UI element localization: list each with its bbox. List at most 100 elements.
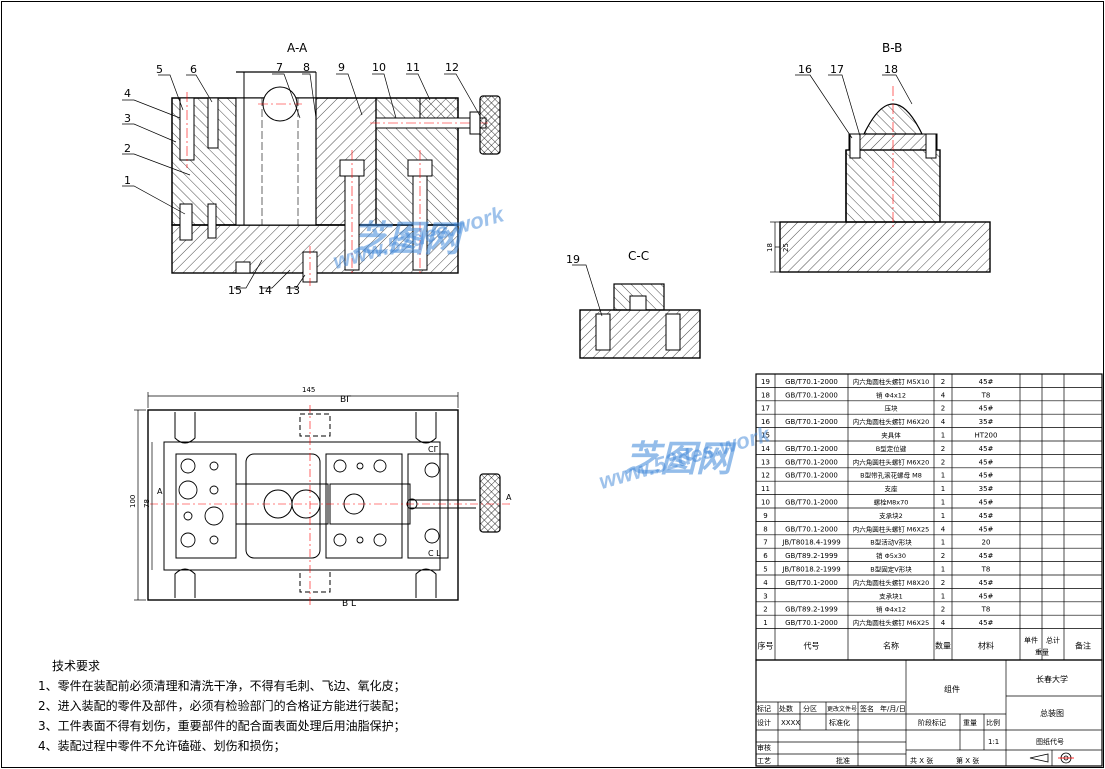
table-cell-material: T8	[981, 566, 991, 574]
table-cell-name: B型活动V形块	[870, 538, 912, 547]
table-cell-qty: 1	[941, 539, 945, 547]
table-cell-code: GB/T70.1-2000	[785, 458, 838, 466]
callout-12: 12	[445, 61, 459, 74]
table-cell-code: GB/T89.2-1999	[785, 606, 838, 614]
table-cell-code: GB/T70.1-2000	[785, 619, 838, 627]
table-cell-code: GB/T89.2-1999	[785, 552, 838, 560]
table-cell-qty: 2	[941, 458, 945, 466]
watermark-brand-2: 芝图网	[624, 438, 733, 479]
title-block: 标记 处数 分区 更改文件号 签名 年/月/日 设计 XXXX 标准化 审核 工…	[755, 659, 1103, 767]
table-cell-name: 内六角圆柱头螺钉 M8X20	[853, 578, 930, 587]
section-mark-cr: CΓ	[428, 445, 439, 454]
table-cell-no: 14	[761, 445, 770, 453]
dim-plan-inner: 78	[143, 499, 151, 508]
table-cell-name: 内六角圆柱头螺钉 M6X20	[853, 457, 930, 466]
table-cell-name: 支承块1	[879, 591, 903, 600]
tech-item-4: 4、装配过程中零件不允许磕碰、划伤和损伤；	[38, 739, 286, 753]
table-cell-code: JB/T8018.2-1999	[781, 566, 840, 574]
table-cell-code: GB/T70.1-2000	[785, 499, 838, 507]
table-cell-no: 10	[761, 499, 770, 507]
table-cell-material: 35#	[979, 485, 994, 493]
tb-zone: 分区	[803, 704, 817, 713]
table-cell-name: 销 Φ4x12	[876, 390, 906, 399]
table-cell-name: B型定位键	[876, 444, 907, 453]
table-cell-material: 45#	[979, 472, 994, 480]
table-cell-name: 支座	[885, 484, 899, 493]
callout-4: 4	[124, 87, 131, 100]
tech-item-3: 3、工件表面不得有划伤，重要部件的配合面表面处理后用油脂保护；	[38, 719, 406, 733]
callout-19: 19	[566, 253, 580, 266]
table-cell-code: GB/T70.1-2000	[785, 525, 838, 533]
table-cell-material: 45#	[979, 499, 994, 507]
tech-item-1: 1、零件在装配前必须清理和清洗干净，不得有毛刺、飞边、氧化皮；	[38, 679, 406, 693]
table-cell-qty: 2	[941, 378, 945, 386]
table-cell-name: 内六角圆柱头螺钉 M6X25	[853, 618, 930, 627]
table-cell-name: 内六角圆柱头螺钉 M6X25	[853, 524, 930, 533]
tb-review: 审核	[757, 743, 771, 752]
table-cell-material: HT200	[975, 432, 998, 440]
tech-item-2: 2、进入装配的零件及部件，必须有检验部门的合格证方能进行装配；	[38, 699, 406, 713]
callout-18: 18	[884, 63, 898, 76]
callout-5: 5	[156, 63, 163, 76]
table-cell-material: 45#	[979, 592, 994, 600]
table-cell-code: JB/T8018.4-1999	[781, 539, 840, 547]
table-cell-qty: 1	[941, 512, 945, 520]
tb-mark: 标记	[757, 704, 771, 713]
table-cell-material: 45#	[979, 619, 994, 627]
table-cell-qty: 2	[941, 445, 945, 453]
table-cell-code: GB/T70.1-2000	[785, 472, 838, 480]
tb-change-doc: 更改文件号	[827, 705, 857, 713]
table-cell-material: 45#	[979, 579, 994, 587]
table-cell-name: B型带孔滚花螺母 M8	[860, 471, 922, 480]
dim-bb-h2: 25	[782, 243, 790, 252]
table-cell-qty: 1	[941, 472, 945, 480]
table-cell-qty: 1	[941, 592, 945, 600]
table-header-material: 材料	[978, 640, 994, 650]
table-cell-name: 支承块2	[879, 511, 903, 520]
tb-drawing-code: 图纸代号	[1036, 737, 1064, 746]
table-cell-no: 12	[761, 472, 770, 480]
callout-9: 9	[338, 61, 345, 74]
tb-standardize: 标准化	[829, 718, 850, 727]
table-cell-qty: 1	[941, 485, 945, 493]
dim-bb-h1: 18	[766, 243, 774, 252]
table-cell-material: 45#	[979, 458, 994, 466]
table-cell-material: 45#	[979, 445, 994, 453]
table-cell-material: 45#	[979, 525, 994, 533]
table-cell-no: 5	[763, 566, 767, 574]
callout-15: 15	[228, 284, 242, 297]
table-cell-no: 6	[763, 552, 768, 560]
table-cell-qty: 2	[941, 579, 945, 587]
table-cell-qty: 2	[941, 552, 945, 560]
table-cell-name: 夹具体	[881, 431, 901, 440]
table-cell-no: 3	[763, 592, 767, 600]
table-cell-no: 1	[763, 619, 767, 627]
table-cell-qty: 4	[941, 391, 946, 399]
table-cell-name: 压块	[885, 404, 899, 413]
table-cell-material: T8	[981, 391, 991, 399]
table-cell-no: 15	[761, 432, 770, 440]
dim-plan-width: 145	[302, 386, 315, 394]
projection-symbol-icon	[1029, 752, 1074, 764]
table-header-name: 名称	[883, 640, 899, 650]
section-mark-a-right: A	[506, 493, 512, 502]
table-header-code: 代号	[804, 640, 820, 650]
table-cell-no: 19	[761, 378, 770, 386]
callout-3: 3	[124, 112, 131, 125]
table-cell-material: 35#	[979, 418, 994, 426]
table-cell-qty: 1	[941, 566, 945, 574]
callout-10: 10	[372, 61, 386, 74]
table-cell-code: GB/T70.1-2000	[785, 391, 838, 399]
tb-stage: 阶段标记	[918, 718, 946, 727]
watermark-brand-1: 芝图网	[352, 218, 461, 259]
table-cell-material: 45#	[979, 378, 994, 386]
table-cell-code: GB/T70.1-2000	[785, 579, 838, 587]
tb-design: 设计	[757, 718, 771, 727]
tb-sign: 签名	[860, 704, 874, 713]
tb-process: 工艺	[757, 757, 771, 765]
table-cell-no: 17	[761, 405, 770, 413]
callout-17: 17	[830, 63, 844, 76]
table-cell-no: 18	[761, 391, 770, 399]
table-cell-name: 内六角圆柱头螺钉 M6X20	[853, 417, 930, 426]
table-cell-material: 20	[982, 539, 991, 547]
